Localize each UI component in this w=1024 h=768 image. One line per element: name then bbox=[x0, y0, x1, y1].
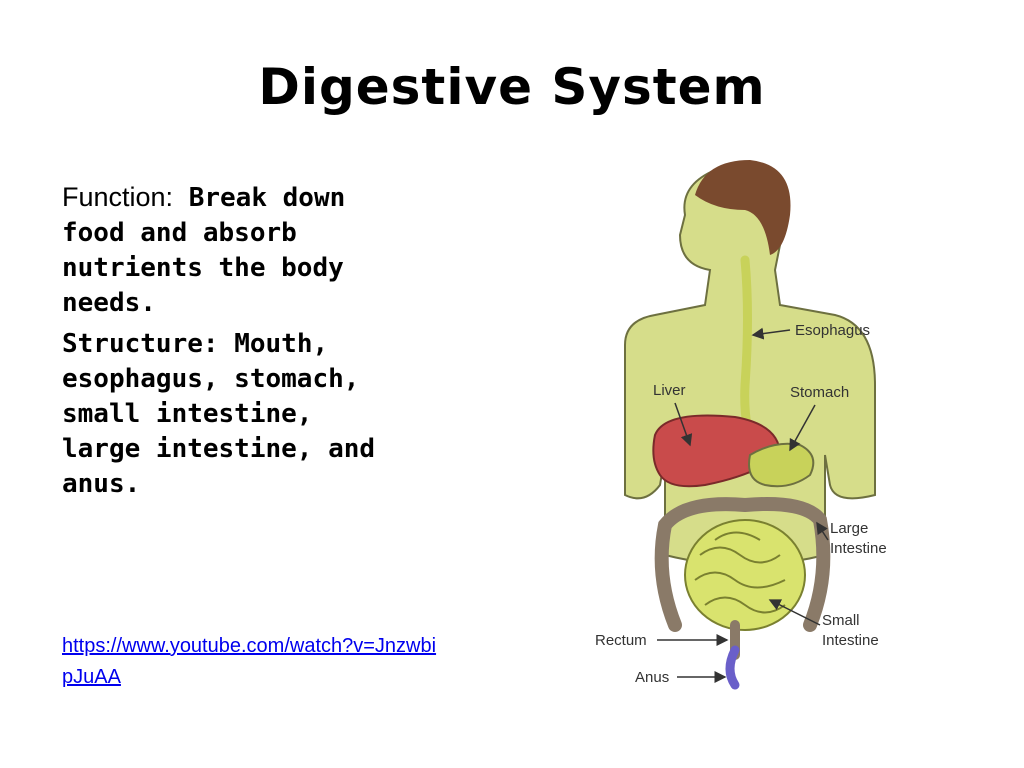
label-small-intestine-line2: Intestine bbox=[822, 632, 879, 649]
label-small-intestine-line1: Small bbox=[822, 612, 860, 629]
structure-text: Mouth, esophagus, stomach, small intesti… bbox=[62, 329, 376, 499]
label-esophagus: Esophagus bbox=[795, 322, 870, 339]
arrow-liver bbox=[674, 402, 693, 447]
arrow-small-intestine bbox=[768, 599, 821, 626]
label-rectum: Rectum bbox=[595, 632, 647, 649]
arrow-stomach bbox=[789, 404, 816, 452]
arrow-esophagus bbox=[751, 327, 791, 340]
label-large-intestine-line1: Large bbox=[830, 520, 868, 537]
function-paragraph: Function: Break down food and absorb nut… bbox=[62, 180, 392, 321]
digestive-system-diagram: Esophagus Liver Stomach Large Intestine … bbox=[595, 160, 887, 690]
function-text: Break down food and absorb nutrients the… bbox=[62, 183, 346, 318]
structure-label: Structure: bbox=[62, 329, 219, 359]
anus-shape bbox=[725, 645, 740, 690]
function-label: Function: bbox=[62, 182, 174, 212]
label-anus: Anus bbox=[635, 669, 669, 686]
page-title: Digestive System bbox=[258, 58, 766, 116]
slide-body: Function: Break down food and absorb nut… bbox=[62, 180, 392, 508]
structure-paragraph: Structure: Mouth, esophagus, stomach, sm… bbox=[62, 327, 392, 502]
stomach-shape bbox=[748, 442, 815, 488]
arrow-large-intestine bbox=[816, 521, 829, 541]
small-intestine-shape bbox=[684, 519, 806, 631]
label-stomach: Stomach bbox=[790, 384, 849, 401]
label-large-intestine-line2: Intestine bbox=[830, 540, 887, 557]
large-intestine-shape bbox=[654, 497, 831, 632]
youtube-link[interactable]: https://www.youtube.com/watch?v=JnzwbipJ… bbox=[62, 635, 437, 688]
hair-shape bbox=[695, 160, 791, 255]
label-liver: Liver bbox=[653, 382, 686, 399]
